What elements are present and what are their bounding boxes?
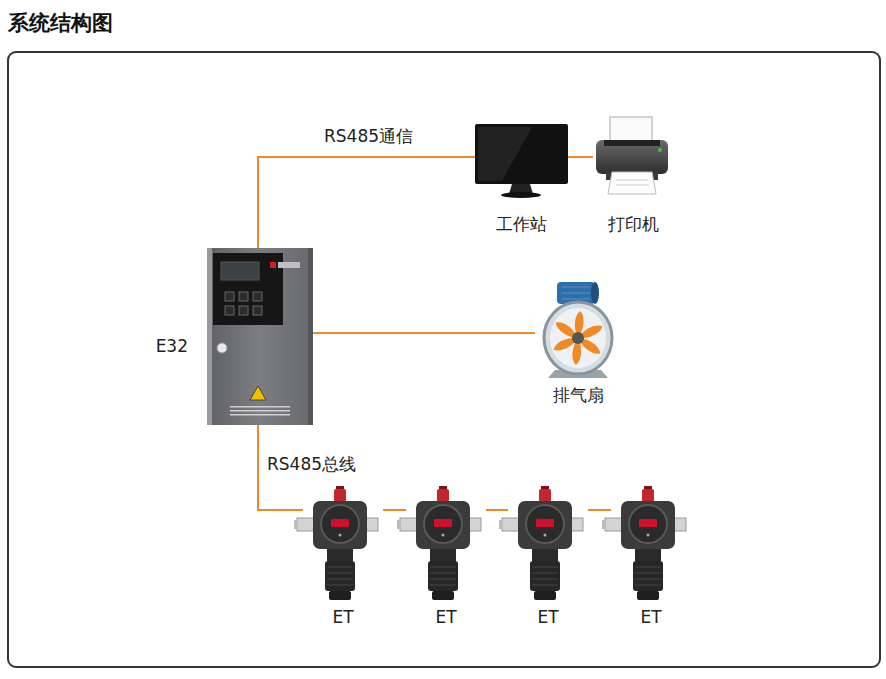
device-node: ET	[611, 486, 691, 602]
device-node: 工作站	[475, 122, 568, 197]
controller-cabinet	[225, 306, 234, 315]
controller-cabinet	[207, 248, 313, 425]
fan-figure	[572, 332, 584, 344]
fan-figure	[562, 299, 590, 300]
fan-figure	[544, 302, 612, 374]
controller-cabinet	[253, 306, 262, 315]
detector-figure	[294, 486, 378, 600]
device-node: ET	[406, 486, 486, 602]
device-node: 排气扇	[535, 278, 621, 378]
controller-cabinet	[270, 262, 276, 268]
monitor-figure	[475, 124, 568, 184]
controller-cabinet	[207, 248, 212, 425]
printer-figure	[604, 140, 660, 146]
controller-cabinet	[217, 343, 227, 353]
fan-figure	[591, 282, 599, 304]
controller-cabinet	[207, 248, 313, 425]
device-label: 排气扇	[553, 385, 604, 405]
device-node: ET	[508, 486, 588, 602]
controller-cabinet	[239, 292, 248, 301]
device-label: ET	[332, 607, 353, 627]
device-label: 工作站	[496, 214, 547, 234]
frame	[8, 52, 880, 667]
fan-figure	[552, 311, 604, 365]
bus-label: RS485通信	[322, 126, 415, 146]
detector-figure	[499, 486, 583, 600]
fan-figure	[550, 308, 606, 368]
device-node: ET	[303, 486, 383, 602]
detector-figure	[602, 486, 686, 600]
controller-cabinet	[278, 262, 300, 268]
controller-cabinet	[230, 406, 290, 408]
device-node: E32	[207, 248, 313, 425]
device-label: E32	[156, 336, 188, 356]
printer-figure	[658, 148, 662, 152]
bus-line	[588, 509, 611, 511]
bus-line	[313, 332, 535, 334]
printer-figure	[596, 140, 668, 174]
bus-line	[383, 509, 406, 511]
fan-figure	[544, 282, 612, 378]
printer-figure	[610, 117, 652, 143]
device-label: ET	[537, 607, 558, 627]
bus-line	[568, 156, 593, 158]
controller-cabinet	[230, 414, 290, 416]
printer-figure	[596, 117, 668, 194]
device-label: ET	[640, 607, 661, 627]
controller-cabinet	[253, 292, 262, 301]
device-label: 打印机	[608, 214, 659, 234]
fan-figure	[562, 293, 590, 294]
fan-figure	[562, 287, 590, 288]
printer-figure	[616, 180, 648, 181]
bus-line	[258, 157, 475, 248]
controller-cabinet	[221, 262, 259, 280]
printer-figure	[616, 185, 649, 186]
diagram-title: 系统结构图	[8, 9, 113, 37]
device-node: 打印机	[593, 116, 673, 196]
printer-figure	[608, 172, 656, 194]
controller-cabinet	[213, 253, 283, 325]
device-label: ET	[435, 607, 456, 627]
monitor-figure	[478, 127, 532, 181]
controller-cabinet	[230, 410, 290, 412]
bus-line	[486, 509, 508, 511]
controller-cabinet	[239, 306, 248, 315]
controller-cabinet	[225, 292, 234, 301]
bus-label: RS485总线	[265, 454, 358, 474]
controller-cabinet	[250, 386, 266, 400]
monitor-figure	[475, 124, 568, 198]
monitor-figure	[501, 192, 541, 198]
controller-cabinet	[308, 248, 313, 425]
detector-figure	[397, 486, 481, 600]
